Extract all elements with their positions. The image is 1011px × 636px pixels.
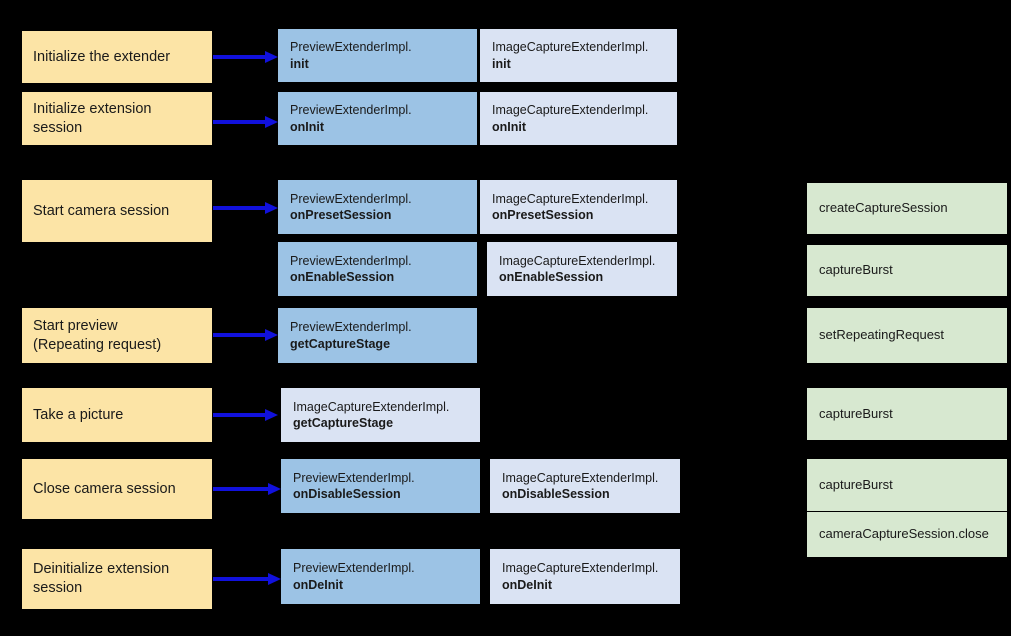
arrow-right-icon-row3 [213, 202, 278, 214]
arrow-right-icon-row4 [213, 329, 278, 341]
preview-extender-class: PreviewExtenderImpl. [290, 320, 412, 335]
image-capture-extender-class: ImageCaptureExtenderImpl. [502, 561, 659, 576]
camera-call-label: setRepeatingRequest [819, 327, 945, 343]
stage-label-line1: Start camera session [33, 202, 170, 219]
image-capture-extender-box-onenablesession[interactable]: ImageCaptureExtenderImpl. onEnableSessio… [487, 242, 677, 296]
camera-call-label: captureBurst [819, 405, 893, 421]
image-capture-extender-method: init [492, 56, 511, 71]
image-capture-extender-class: ImageCaptureExtenderImpl. [293, 399, 450, 414]
stage-label-line1: Take a picture [33, 406, 124, 423]
image-capture-extender-class: ImageCaptureExtenderImpl. [499, 253, 656, 268]
preview-extender-class: PreviewExtenderImpl. [290, 191, 412, 206]
stage-label-line2: (Repeating request) [33, 336, 162, 353]
image-capture-extender-method: onDisableSession [502, 487, 610, 501]
preview-extender-box-getcapturestage[interactable]: PreviewExtenderImpl. getCaptureStage [278, 308, 477, 363]
camera-call-box-setrepeatingrequest[interactable]: setRepeatingRequest [807, 308, 1007, 363]
stage-label-line2: session [33, 119, 83, 136]
preview-extender-method: onPresetSession [290, 208, 392, 222]
camera-call-label: captureBurst [819, 476, 893, 492]
arrow-right-icon-row6 [213, 483, 281, 495]
image-capture-extender-box-oninit[interactable]: ImageCaptureExtenderImpl. onInit [480, 92, 677, 145]
arrow-right-icon-row1 [213, 51, 278, 63]
preview-extender-box-ondisablesession[interactable]: PreviewExtenderImpl. onDisableSession [281, 459, 480, 513]
preview-extender-method: init [290, 56, 309, 71]
image-capture-extender-method: onDeInit [502, 577, 552, 592]
stage-box-close-camera-session[interactable]: Close camera session [22, 459, 212, 519]
camera-call-box-cameracapturesession-close[interactable]: cameraCaptureSession.close [807, 512, 1007, 557]
preview-extender-box-onpresetsession[interactable]: PreviewExtenderImpl. onPresetSession [278, 180, 477, 234]
stage-label-line1: Start preview [33, 317, 118, 334]
arrow-right-icon-row7 [213, 573, 281, 585]
stage-label-line1: Deinitialize extension [33, 561, 170, 578]
camera-call-label: createCaptureSession [819, 200, 948, 216]
stage-box-initialize-the-extender[interactable]: Initialize the extender [22, 31, 212, 83]
camera-call-box-createcapturesession[interactable]: createCaptureSession [807, 183, 1007, 234]
stage-box-take-a-picture[interactable]: Take a picture [22, 388, 212, 442]
image-capture-extender-class: ImageCaptureExtenderImpl. [502, 470, 659, 485]
preview-extender-box-onenablesession[interactable]: PreviewExtenderImpl. onEnableSession [278, 242, 477, 296]
image-capture-extender-method: onEnableSession [499, 270, 604, 284]
preview-extender-box-init[interactable]: PreviewExtenderImpl. init [278, 29, 477, 82]
preview-extender-method: onDeInit [293, 577, 343, 592]
image-capture-extender-box-ondisablesession[interactable]: ImageCaptureExtenderImpl. onDisableSessi… [490, 459, 680, 513]
stage-label-line1: Close camera session [33, 480, 176, 497]
preview-extender-box-oninit[interactable]: PreviewExtenderImpl. onInit [278, 92, 477, 145]
camera-call-box-captureburst-2[interactable]: captureBurst [807, 388, 1007, 440]
preview-extender-class: PreviewExtenderImpl. [293, 470, 415, 485]
preview-extender-method: onDisableSession [293, 487, 401, 501]
stage-box-start-preview[interactable]: Start preview (Repeating request) [22, 308, 212, 363]
arrow-right-icon-row2 [213, 116, 278, 128]
image-capture-extender-box-init[interactable]: ImageCaptureExtenderImpl. init [480, 29, 677, 82]
image-capture-extender-class: ImageCaptureExtenderImpl. [492, 103, 649, 118]
image-capture-extender-method: onInit [492, 119, 527, 134]
stage-box-start-camera-session[interactable]: Start camera session [22, 180, 212, 242]
preview-extender-class: PreviewExtenderImpl. [290, 103, 412, 118]
camera-call-box-captureburst-3[interactable]: captureBurst [807, 459, 1007, 511]
preview-extender-box-ondeinit[interactable]: PreviewExtenderImpl. onDeInit [281, 549, 480, 604]
image-capture-extender-method: getCaptureStage [293, 416, 394, 430]
preview-extender-class: PreviewExtenderImpl. [293, 561, 415, 576]
image-capture-extender-class: ImageCaptureExtenderImpl. [492, 40, 649, 55]
preview-extender-class: PreviewExtenderImpl. [290, 40, 412, 55]
image-capture-extender-box-onpresetsession[interactable]: ImageCaptureExtenderImpl. onPresetSessio… [480, 180, 677, 234]
image-capture-extender-box-ondeinit[interactable]: ImageCaptureExtenderImpl. onDeInit [490, 549, 680, 604]
stage-label-line1: Initialize extension [33, 100, 152, 117]
image-capture-extender-box-getcapturestage[interactable]: ImageCaptureExtenderImpl. getCaptureStag… [281, 388, 480, 442]
preview-extender-method: getCaptureStage [290, 336, 391, 351]
image-capture-extender-method: onPresetSession [492, 208, 594, 222]
preview-extender-class: PreviewExtenderImpl. [290, 253, 412, 268]
stage-box-deinitialize-extension-session[interactable]: Deinitialize extension session [22, 549, 212, 609]
stage-label-line2: session [33, 580, 83, 596]
preview-extender-method: onInit [290, 119, 325, 134]
arrow-right-icon-row5 [213, 409, 278, 421]
preview-extender-method: onEnableSession [290, 270, 395, 284]
camera-call-box-captureburst-1[interactable]: captureBurst [807, 245, 1007, 296]
camera-call-label: cameraCaptureSession.close [819, 526, 989, 542]
camera-call-label: captureBurst [819, 262, 893, 278]
image-capture-extender-class: ImageCaptureExtenderImpl. [492, 191, 649, 206]
stage-box-initialize-extension-session[interactable]: Initialize extension session [22, 92, 212, 145]
stage-label-line1: Initialize the extender [33, 48, 171, 65]
